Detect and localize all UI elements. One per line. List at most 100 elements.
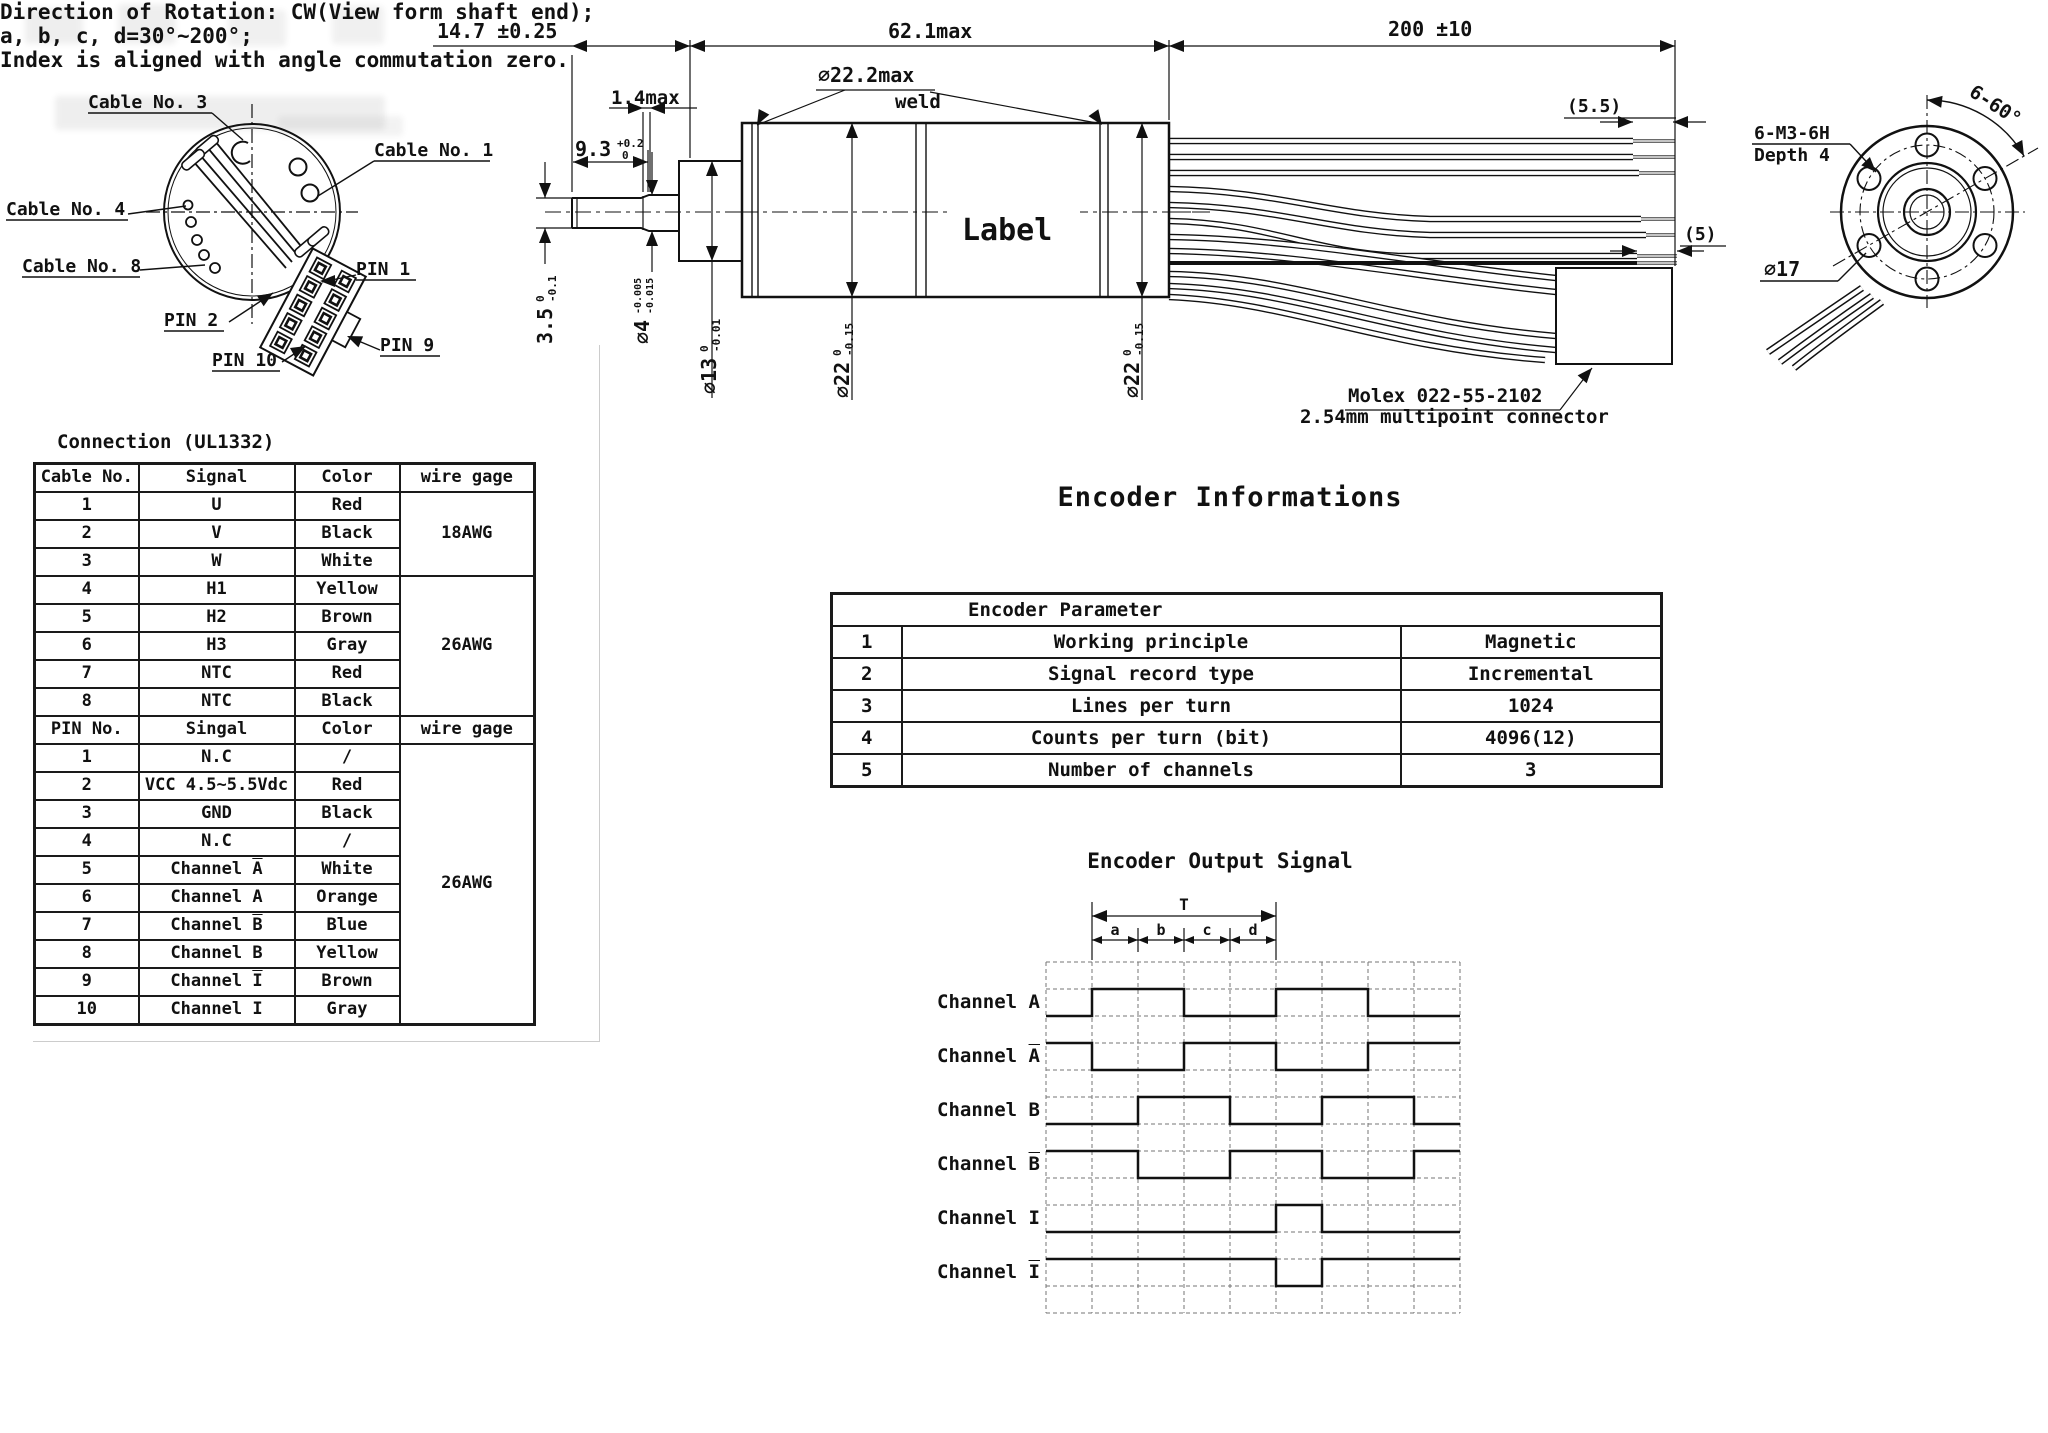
- motor-end-view: 6-M3-6H Depth 4 ∅17 6-60°: [1752, 81, 2039, 371]
- body-joints: [751, 123, 1109, 297]
- svg-text:3.5: 3.5: [533, 308, 557, 344]
- svg-text:-0.015: -0.015: [645, 278, 656, 314]
- label-text: Label: [962, 213, 1052, 248]
- svg-text:∅4: ∅4: [630, 320, 654, 344]
- encoder-output-signal-title: Encoder Output Signal: [1087, 849, 1353, 873]
- waveform-3: [1046, 1149, 1460, 1180]
- svg-text:9.3: 9.3: [575, 137, 611, 161]
- index-notch: [230, 140, 251, 165]
- svg-text:0: 0: [1121, 349, 1134, 356]
- waveform-4: [1046, 1203, 1460, 1234]
- waveform-5: [1046, 1257, 1460, 1288]
- dim-strip-length: (5.5): [1567, 96, 1621, 117]
- page-divider-vertical: [599, 345, 600, 1042]
- encoder-informations-title: Encoder Informations: [1057, 482, 1403, 513]
- channel-label: Channel A: [937, 1044, 1040, 1067]
- channel-label: Channel B: [937, 1098, 1040, 1121]
- svg-text:+0.2: +0.2: [617, 137, 644, 150]
- watermark-smudge: [332, 6, 384, 44]
- connection-table-title: Connection (UL1332): [57, 431, 275, 453]
- bolt-holes: [1856, 132, 1998, 292]
- cable1-hole: [300, 183, 320, 203]
- dim-bushing-dia: ∅13 0 -0.01: [697, 319, 723, 394]
- svg-text:∅13: ∅13: [697, 358, 721, 394]
- channel-label: Channel I: [937, 1260, 1040, 1283]
- dim-motor-dia: ∅22 0 -0.15: [1120, 323, 1146, 398]
- svg-text:-0.15: -0.15: [843, 323, 856, 356]
- pin9-label: PIN 9: [380, 335, 434, 356]
- interval-b: b: [1156, 921, 1165, 939]
- channel-label: Channel A: [937, 990, 1040, 1013]
- waveform-2: [1046, 1095, 1460, 1126]
- watermark-smudge: [25, 8, 83, 44]
- shaft: [571, 194, 680, 232]
- bolt-depth-label: Depth 4: [1754, 145, 1830, 166]
- interval-c: c: [1202, 921, 1211, 939]
- bolt-spec-label: 6-M3-6H: [1754, 123, 1830, 144]
- dim-strip-length2: (5): [1684, 224, 1717, 245]
- watermark-smudge: [228, 10, 286, 46]
- waveform-1: [1046, 1041, 1460, 1072]
- svg-text:0: 0: [534, 295, 547, 302]
- cable4-hole: [182, 199, 194, 211]
- dim-ring: 1.4max: [611, 87, 680, 109]
- encoder-output-signal-chart: T a b c d: [1045, 895, 1461, 1314]
- molex-connector: [1555, 267, 1673, 365]
- molex-description: 2.54mm multipoint connector: [1300, 406, 1609, 428]
- page-divider-horizontal: [33, 1041, 599, 1042]
- svg-text:∅22: ∅22: [1120, 362, 1144, 398]
- svg-text:0: 0: [698, 345, 711, 352]
- pin10-label: PIN 10: [212, 350, 277, 371]
- cable8-label: Cable No. 8: [22, 256, 141, 277]
- cable1-label: Cable No. 1: [374, 140, 493, 161]
- dim-shaft-dia: ∅4 -0.005 -0.015: [630, 278, 656, 344]
- dim-shaft-flat: 3.5 0 -0.1: [533, 275, 559, 344]
- dim-cable-length: 200 ±10: [1388, 17, 1472, 41]
- wire-gage-cell: 18AWG: [398, 491, 536, 577]
- pin2-label: PIN 2: [164, 310, 218, 331]
- dim-total-length: 14.7 ±0.25: [437, 19, 557, 43]
- wire-gage-cell: 26AWG: [398, 575, 536, 717]
- interval-a: a: [1110, 921, 1119, 939]
- pin1-label: PIN 1: [356, 259, 410, 280]
- rotation-notes: Direction of Rotation: CW(View form shaf…: [0, 0, 594, 72]
- svg-text:∅22: ∅22: [830, 362, 854, 398]
- wire-gage-cell: 26AWG: [398, 743, 536, 1026]
- cable3-label: Cable No. 3: [88, 92, 207, 113]
- channel-label: Channel I: [937, 1206, 1040, 1229]
- dim-gearbox-dia: ∅22 0 -0.15: [830, 323, 856, 398]
- table-header-row: Encoder Parameter: [830, 592, 1663, 627]
- dim-shaft-length: 9.3 +0.2 0: [575, 137, 644, 162]
- pin-header-block: [258, 247, 368, 377]
- dim-body-length: 62.1max: [888, 19, 972, 43]
- arrowheads: [257, 40, 2024, 944]
- svg-text:0: 0: [622, 149, 629, 162]
- svg-text:-0.005: -0.005: [633, 278, 644, 314]
- note-line-2: a, b, c, d=30°~200°;: [0, 24, 253, 48]
- watermark-smudge: [278, 116, 403, 136]
- bolt-circle-label: ∅17: [1764, 257, 1800, 281]
- note-line-1: Direction of Rotation: CW(View form shaf…: [0, 0, 595, 24]
- cable4-label: Cable No. 4: [6, 199, 125, 220]
